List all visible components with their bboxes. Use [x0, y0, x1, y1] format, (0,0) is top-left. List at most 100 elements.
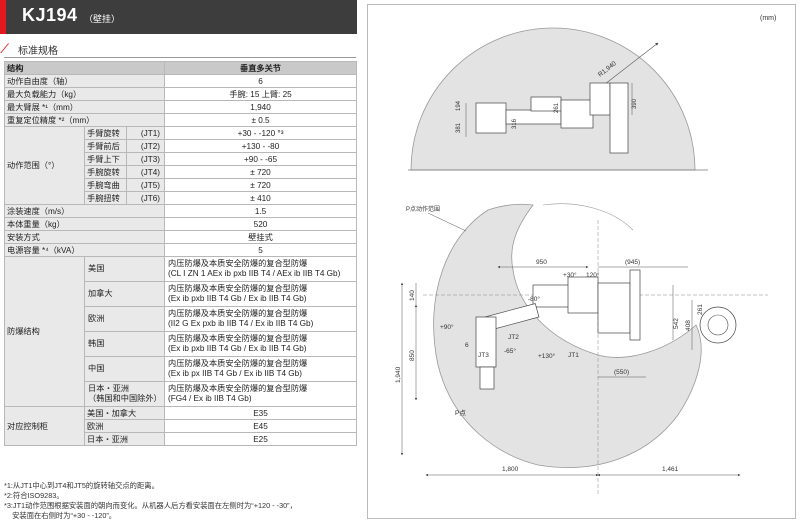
reach-value: 1,940: [164, 100, 358, 114]
range-jt: (JT5): [125, 178, 166, 192]
model-name: KJ194: [22, 5, 78, 25]
table-row: 电源容量 *⁴（kVA） 5: [3, 243, 358, 257]
spec-table: 结构 垂直多关节 动作自由度（轴） 6 最大负载能力（kg） 手腕: 15 上臂…: [3, 61, 358, 446]
table-row: 加拿大 内压防爆及本质安全防爆的复合型防爆 (Ex ib pxb IIB T4 …: [5, 281, 358, 307]
footnote: *3:JT1动作范围根据安装面的朝向而变化。从机器人后方看安装面在左侧时为“+1…: [4, 501, 297, 510]
range-value: +30 - -120 °³: [164, 126, 358, 140]
table-row: 安装方式 壁挂式: [3, 230, 358, 244]
mount-type: （壁挂）: [84, 14, 121, 24]
table-row: 重复定位精度 *²（mm） ± 0.5: [3, 113, 358, 127]
range-label: 动作范围（°）: [4, 126, 85, 205]
table-row: 手臂前后 (JT2) +130 - -80: [5, 139, 358, 153]
controller-label: 对应控制柜: [4, 406, 85, 446]
leader-line: [427, 212, 467, 232]
dim-label: 408: [685, 320, 692, 331]
table-row: 日本・亚洲 E25: [5, 432, 358, 446]
angle-label: +90°: [440, 323, 454, 331]
install-label: 安装方式: [3, 230, 166, 244]
angle-label: -65°: [504, 347, 516, 355]
range-value: ± 720: [164, 178, 358, 192]
dim-label: 140: [409, 290, 416, 301]
range-value: ± 720: [164, 165, 358, 179]
controller-region: 日本・亚洲: [83, 432, 166, 446]
range-name: 手腕扭转: [84, 191, 127, 205]
p-point-envelope: [433, 203, 702, 468]
repeat-label: 重复定位精度 *²（mm）: [3, 113, 166, 127]
explosion-value: 内压防爆及本质安全防爆的复合型防爆 (CL I ZN 1 AEx ib pxb …: [164, 256, 358, 282]
speed-label: 涂装速度（m/s）: [3, 204, 166, 218]
footnote: *2:符合ISO9283。: [4, 491, 64, 500]
robot-upperarm-top: [560, 99, 594, 129]
dim-label: 1,940: [395, 366, 402, 383]
range-jt: (JT6): [125, 191, 166, 205]
envelope-inner-arc: [542, 203, 634, 231]
dim-label: 381: [456, 122, 462, 133]
table-row: 动作范围（°） 手臂旋转 (JT1) +30 - -120 °³: [4, 126, 358, 205]
dim-label: 850: [409, 350, 416, 361]
angle-label: +130°: [538, 352, 556, 360]
angle-label: 120°: [586, 271, 600, 279]
angle-label: 6: [465, 342, 469, 349]
section-title: 标准规格: [18, 46, 58, 57]
explosion-value: 内压防爆及本质安全防爆的复合型防爆 (Ex ib px IIB T4 Gb / …: [164, 356, 358, 382]
side-view: P点动作范围 JT2 JT3 JT1 P点 +30° 120° -80° +90…: [395, 203, 768, 495]
explosion-region: 韩国: [83, 331, 166, 357]
range-value: +90 - -65: [164, 152, 358, 166]
angle-label: +30°: [563, 271, 577, 279]
title-bar: KJ194 （壁挂）: [0, 0, 357, 34]
top-view: R1,940 381 194 316 261 390: [408, 27, 708, 171]
payload-label: 最大负载能力（kg）: [3, 87, 166, 101]
power-value: 5: [164, 243, 358, 257]
robot-end-view: [699, 306, 737, 344]
dim-label: (945): [625, 259, 640, 266]
payload-value: 手腕: 15 上臂: 25: [164, 87, 358, 101]
dim-label: 1,800: [502, 466, 519, 473]
structure-label: 结构: [3, 61, 166, 75]
dimension-drawing: (mm) R1,940 381 194 316 261 390: [367, 4, 796, 519]
dim-label: 194: [456, 100, 462, 111]
explosion-value: 内压防爆及本质安全防爆的复合型防爆 (Ex ib pxb IIB T4 Gb /…: [164, 331, 358, 357]
spec-panel: KJ194 （壁挂） ∕ 标准规格 结构 垂直多关节 动作自由度（轴） 6 最大…: [0, 0, 360, 521]
table-row: 手腕旋转 (JT4) ± 720: [5, 165, 358, 179]
controller-value: E45: [164, 419, 358, 433]
explosion-region: 日本・亚洲 （韩国和中国除外）: [83, 381, 166, 407]
repeat-value: ± 0.5: [164, 113, 358, 127]
mass-label: 本体重量（kg）: [3, 217, 166, 231]
controller-region: 欧洲: [83, 419, 166, 433]
dim-label: 261: [554, 102, 560, 113]
structure-value: 垂直多关节: [164, 61, 358, 75]
dim-label: 390: [632, 98, 638, 109]
section-divider: [4, 57, 356, 58]
controller-value: E35: [164, 406, 358, 420]
range-name: 手腕旋转: [84, 165, 127, 179]
dim-label: 950: [536, 259, 547, 266]
robot-base-top: [589, 82, 611, 116]
mount-plate-side: [629, 269, 641, 341]
explosion-value: 内压防爆及本质安全防爆的复合型防爆 (FG4 / Ex ib IIB T4 Gb…: [164, 381, 358, 407]
drawing-svg: (mm) R1,940 381 194 316 261 390: [395, 15, 776, 495]
explosion-region: 美国: [83, 256, 166, 282]
speed-value: 1.5: [164, 204, 358, 218]
range-name: 手臂前后: [84, 139, 127, 153]
table-row: 动作自由度（轴） 6: [3, 74, 358, 88]
dim-label: 1,461: [662, 466, 679, 473]
p-point-label: P点: [455, 409, 466, 417]
table-row: 手腕弯曲 (JT5) ± 720: [5, 178, 358, 192]
table-row: 防爆结构 美国 内压防爆及本质安全防爆的复合型防爆 (CL I ZN 1 AEx…: [4, 256, 358, 407]
table-row: 结构 垂直多关节: [3, 61, 358, 75]
table-row: 中国 内压防爆及本质安全防爆的复合型防爆 (Ex ib px IIB T4 Gb…: [5, 356, 358, 382]
range-jt: (JT3): [125, 152, 166, 166]
slash-icon: ∕: [4, 40, 7, 56]
table-row: 日本・亚洲 （韩国和中国除外） 内压防爆及本质安全防爆的复合型防爆 (FG4 /…: [5, 381, 358, 407]
footnote: *1:从JT1中心到JT4和JT5的旋转轴交点的距离。: [4, 481, 159, 490]
table-row: 最大臂展 *¹（mm） 1,940: [3, 100, 358, 114]
power-label: 电源容量 *⁴（kVA）: [3, 243, 166, 257]
dim-label: (550): [614, 369, 629, 376]
dof-label: 动作自由度（轴）: [3, 74, 166, 88]
explosion-value: 内压防爆及本质安全防爆的复合型防爆 (Ex ib pxb IIB T4 Gb /…: [164, 281, 358, 307]
explosion-value: 内压防爆及本质安全防爆的复合型防爆 (II2 G Ex pxb ib IIB T…: [164, 306, 358, 332]
robot-tool-side: [479, 366, 495, 390]
range-name: 手臂上下: [84, 152, 127, 166]
explosion-region: 加拿大: [83, 281, 166, 307]
accent-stripe: [0, 0, 6, 34]
